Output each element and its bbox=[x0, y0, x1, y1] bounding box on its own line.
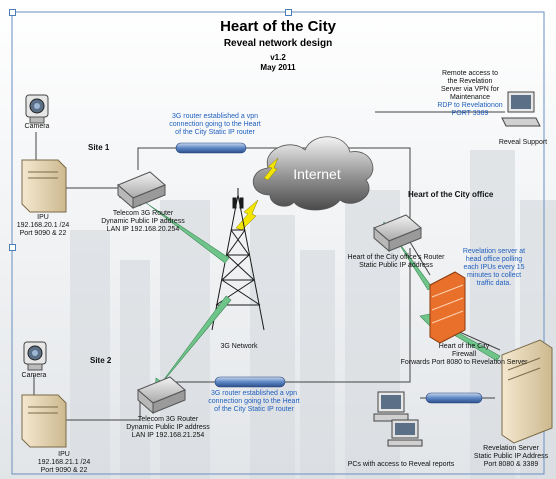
server-label: Revelation Server Static Public IP Addre… bbox=[473, 445, 549, 468]
diagram-subtitle: Reveal network design bbox=[223, 38, 333, 49]
ipu-1-label: IPU 192.168.20.1 /24 Port 9090 & 22 bbox=[16, 214, 70, 237]
diagram-title: Heart of the City bbox=[220, 18, 336, 35]
line-firewall-server bbox=[454, 329, 501, 351]
site-1-heading: Site 1 bbox=[88, 143, 110, 152]
router-2-label: Telecom 3G Router Dynamic Public IP addr… bbox=[126, 416, 210, 439]
pcs-label: PCs with access to Reveal reports bbox=[347, 461, 455, 468]
reveal-support-label: Reveal Support bbox=[498, 139, 548, 146]
line-router-firewall bbox=[409, 241, 431, 276]
ipu-tower-icon bbox=[21, 394, 67, 448]
selection-handle[interactable] bbox=[9, 9, 16, 16]
router-icon bbox=[137, 376, 186, 415]
internet-cloud bbox=[252, 136, 374, 211]
firewall-label: Heart of the City Firewall Forwards Port… bbox=[400, 343, 528, 366]
pc-icon bbox=[501, 91, 541, 127]
router-icon bbox=[117, 171, 166, 210]
page-border bbox=[11, 11, 545, 475]
selection-handle[interactable] bbox=[285, 9, 292, 16]
city-skyline bbox=[70, 150, 556, 479]
polling-note: Revelation server at head office polling… bbox=[462, 248, 526, 287]
diagram-date: May 2011 bbox=[260, 63, 296, 72]
vpn-pipe-2 bbox=[214, 376, 286, 388]
line-router1-office bbox=[137, 147, 411, 228]
server-icon bbox=[501, 339, 553, 444]
router-1-label: Telecom 3G Router Dynamic Public IP addr… bbox=[101, 210, 185, 233]
camera-icon bbox=[25, 94, 49, 124]
rdp-note: RDP to Revelationon PORT 3389 bbox=[437, 102, 503, 117]
camera-1-label: Camera bbox=[24, 123, 50, 130]
vpn-note-1: 3G router established a vpn connection g… bbox=[169, 113, 261, 136]
internet-label: Internet bbox=[293, 166, 341, 182]
vpn-pipe-1 bbox=[175, 142, 247, 154]
office-router-label: Heart of the City office's Router Static… bbox=[347, 254, 445, 269]
camera-2-label: Camera bbox=[21, 372, 47, 379]
ipu-2-label: IPU 192.168.21.1 /24 Port 9090 & 22 bbox=[37, 451, 91, 474]
office-heading: Heart of the City office bbox=[408, 190, 494, 199]
vpn-pipe-3 bbox=[425, 392, 483, 404]
selection-handle[interactable] bbox=[9, 244, 16, 251]
diagram-version: v1.2 bbox=[270, 53, 286, 62]
remote-access-note: Remote access to the Revelation Server v… bbox=[441, 70, 499, 101]
network-3g-label: 3G Network bbox=[220, 343, 258, 350]
firewall-icon bbox=[429, 271, 466, 344]
pc-icon bbox=[373, 391, 423, 447]
camera-icon bbox=[23, 341, 47, 371]
site-2-heading: Site 2 bbox=[90, 356, 112, 365]
vpn-note-2: 3G router established a vpn connection g… bbox=[208, 390, 300, 413]
ipu-tower-icon bbox=[21, 159, 67, 213]
router-icon bbox=[373, 214, 422, 253]
